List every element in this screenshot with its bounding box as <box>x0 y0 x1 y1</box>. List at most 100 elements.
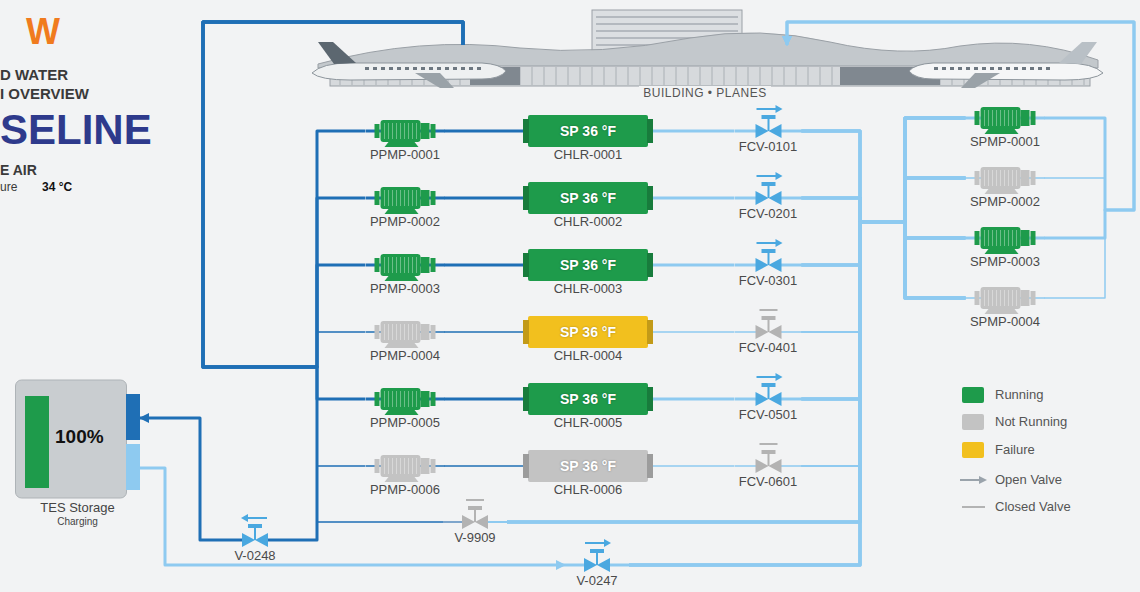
motor-fin <box>408 257 409 273</box>
flow-arrowhead <box>775 105 782 113</box>
chiller: SP 36 °FCHLR-0001 <box>523 115 653 163</box>
pipe-connector <box>802 118 966 466</box>
pump-casing <box>420 391 429 407</box>
pump: PPMP-0005 <box>366 383 445 431</box>
motor-fin <box>400 458 401 474</box>
motor-fin <box>416 391 417 407</box>
motor-fin <box>1004 290 1005 306</box>
motor-fin <box>388 190 389 206</box>
chiller: SP 36 °FCHLR-0005 <box>523 383 653 431</box>
pump: PPMP-0002 <box>366 182 445 230</box>
valve-actuator <box>761 450 775 454</box>
motor-fin <box>392 391 393 407</box>
motor-fin <box>1016 110 1017 126</box>
valve: FCV-0401 <box>735 304 802 355</box>
pipe-stub <box>609 564 629 567</box>
valve-actuator <box>468 506 482 510</box>
cabin-window <box>934 67 938 70</box>
tank-shell <box>16 380 127 498</box>
pump-flange <box>974 171 979 185</box>
valve-icon <box>735 371 802 407</box>
pump-icon <box>366 115 445 147</box>
pump-casing <box>1020 170 1029 186</box>
facade-mullion <box>532 67 533 85</box>
motor-fin <box>1012 290 1013 306</box>
facade-mullion <box>676 67 677 85</box>
pipe-stub <box>780 197 802 200</box>
motor-fin <box>392 123 393 139</box>
valve-tag: FCV-0601 <box>739 474 798 489</box>
motor-fin <box>392 324 393 340</box>
motor-fin <box>1008 290 1009 306</box>
pipe-connector <box>653 197 735 200</box>
cabin-window <box>437 67 441 70</box>
valve-icon <box>735 103 802 139</box>
cabin-window <box>429 67 433 70</box>
motor-fin <box>416 458 417 474</box>
pipe-connector <box>802 178 966 399</box>
pipe-stub <box>735 264 757 267</box>
motor-fin <box>1016 290 1017 306</box>
cabin-window <box>974 67 978 70</box>
chiller: SP 36 °FCHLR-0006 <box>523 450 653 498</box>
legend-open-sample <box>960 479 980 481</box>
pump-motor <box>980 107 1020 129</box>
motor-fin <box>404 190 405 206</box>
motor-fin <box>408 458 409 474</box>
valve-stem <box>767 320 769 332</box>
valve-icon <box>223 512 287 548</box>
facade-mullion <box>700 67 701 85</box>
fuselage <box>909 63 1103 80</box>
pipe-connector <box>445 264 524 267</box>
flow-arrowhead <box>775 373 782 381</box>
level-bar <box>25 396 49 488</box>
chiller: SP 36 °FCHLR-0003 <box>523 249 653 297</box>
pipe-connector <box>629 118 966 565</box>
motor-fin <box>392 257 393 273</box>
valve-stem <box>767 186 769 198</box>
legend-text: Failure <box>995 442 1035 458</box>
pipe-stub <box>443 521 463 523</box>
motor-fin <box>388 324 389 340</box>
pipe-connector <box>140 468 565 565</box>
cabin-window <box>1038 67 1042 70</box>
pump-motor <box>980 227 1020 249</box>
airplane <box>312 42 506 88</box>
motor-fin <box>416 324 417 340</box>
motor-fin <box>388 257 389 273</box>
facade-mullion <box>724 67 725 85</box>
valve-actuator <box>590 549 604 553</box>
cabin-window <box>1030 67 1034 70</box>
facade-mullion <box>568 67 569 85</box>
pump-flange <box>430 325 435 339</box>
pump-tag: SPMP-0002 <box>970 194 1040 210</box>
pump-icon <box>966 162 1045 194</box>
pump-tag: PPMP-0006 <box>370 482 440 498</box>
pipe-connector <box>653 465 735 467</box>
pipe-connector <box>507 222 966 522</box>
valve: FCV-0101 <box>735 103 802 154</box>
pump-tag: PPMP-0004 <box>370 348 440 364</box>
chiller-tag: CHLR-0001 <box>554 147 623 163</box>
motor-fin <box>984 110 985 126</box>
valve-actuator <box>761 115 775 119</box>
cabin-window <box>1014 67 1018 70</box>
tail-fin <box>318 42 356 64</box>
pump-icon <box>966 282 1045 314</box>
pump-tag: SPMP-0004 <box>970 314 1040 330</box>
supply-port <box>126 444 140 490</box>
chiller-tag: CHLR-0002 <box>554 214 623 230</box>
facade-mullion <box>748 67 749 85</box>
pump-base <box>384 410 418 415</box>
valve: FCV-0501 <box>735 371 802 422</box>
pump-flange <box>1030 171 1035 185</box>
facade-mullion <box>664 67 665 85</box>
motor-fin <box>1004 110 1005 126</box>
pump-base <box>384 477 418 482</box>
pipe-connector <box>507 118 966 522</box>
valve: V-9909 <box>443 494 507 545</box>
motor-fin <box>1012 110 1013 126</box>
chiller-body: SP 36 °F <box>528 182 648 214</box>
motor-fin <box>1000 110 1001 126</box>
pipe-connector <box>507 178 966 522</box>
